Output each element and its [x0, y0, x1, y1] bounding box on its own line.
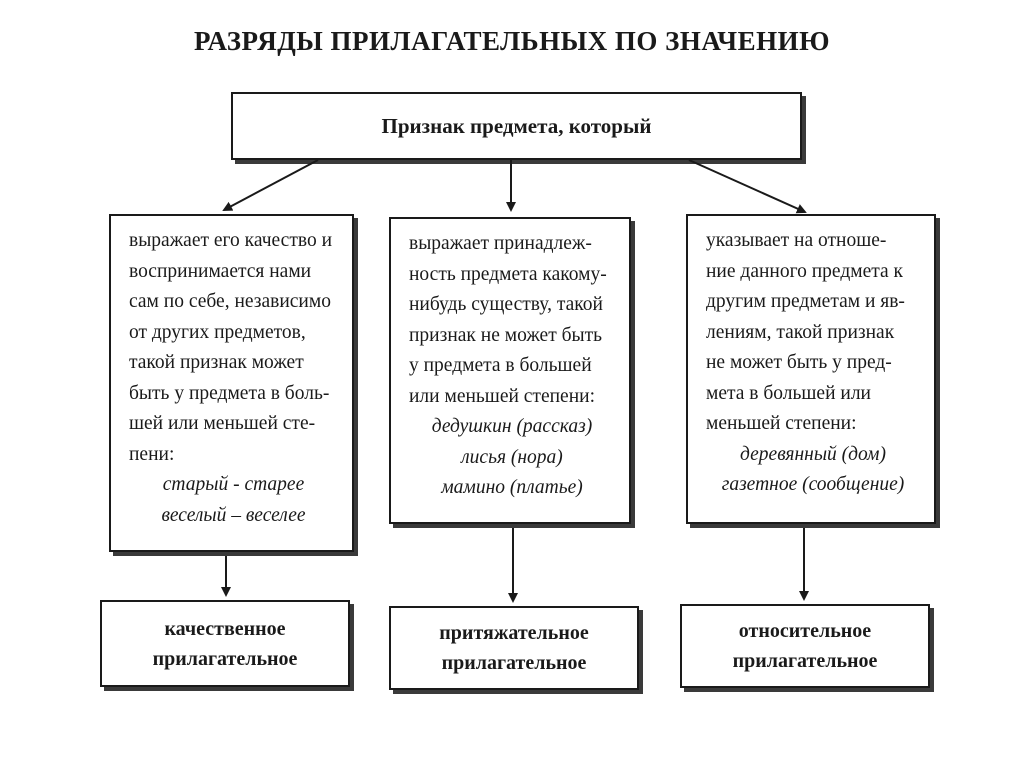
- description-box-relative: указывает на отноше- ние данного предмет…: [686, 214, 936, 524]
- description-line: шей или меньшей сте-: [129, 413, 316, 434]
- arrow-to-qualitative: [222, 159, 319, 211]
- result-label: прилагательное: [441, 652, 587, 674]
- examples: деревянный (дом) газетное (сообщение): [706, 440, 920, 501]
- description-line: пени:: [129, 443, 175, 465]
- description-line: мета в большей или: [706, 382, 871, 404]
- description-box-possessive: выражает принадлеж- ность предмета каком…: [389, 217, 631, 524]
- example-text: старый - старее: [162, 474, 305, 495]
- result-label: притяжательное: [439, 622, 589, 644]
- example-text: лисья (нора): [461, 446, 563, 468]
- description-line: указывает на отноше-: [706, 230, 887, 251]
- description-line: воспринимается нами: [129, 260, 312, 282]
- description-text: указывает на отноше- ние данного предмет…: [706, 226, 920, 440]
- result-box-relative: относительное прилагательное: [680, 604, 930, 688]
- root-label: Признак предмета, который: [381, 113, 652, 138]
- example-text: веселый – веселее: [161, 504, 306, 526]
- example-text: газетное (сообщение): [721, 474, 905, 495]
- result-label: прилагательное: [732, 650, 878, 672]
- description-line: признак не может быть: [409, 324, 603, 346]
- examples: старый - старее веселый – веселее: [129, 470, 338, 531]
- description-box-qualitative: выражает его качество и воспринимается н…: [109, 214, 354, 552]
- description-line: нибудь существу, такой: [409, 294, 603, 315]
- example-text: мамино (платье): [441, 477, 583, 498]
- description-line: не может быть у пред-: [706, 352, 892, 373]
- description-line: или меньшей степени:: [409, 385, 595, 407]
- result-box-qualitative: качественное прилагательное: [100, 600, 350, 687]
- description-line: меньшей степени:: [706, 413, 857, 434]
- root-box: Признак предмета, который: [231, 92, 802, 160]
- description-text: выражает принадлеж- ность предмета каком…: [409, 229, 615, 412]
- result-label: прилагательное: [152, 647, 298, 670]
- description-line: такой признак может: [129, 352, 304, 373]
- description-line: выражает принадлеж-: [409, 233, 592, 254]
- description-line: сам по себе, независимо: [129, 291, 331, 312]
- arrow-to-relative: [688, 159, 807, 214]
- diagram-title: РАЗРЯДЫ ПРИЛАГАТЕЛЬНЫХ ПО ЗНАЧЕНИЮ: [193, 26, 831, 56]
- description-line: лениям, такой признак: [706, 321, 895, 343]
- result-label: качественное: [164, 617, 286, 640]
- description-text: выражает его качество и воспринимается н…: [129, 226, 338, 470]
- result-label: относительное: [738, 620, 872, 642]
- description-line: ность предмета какому-: [409, 263, 607, 285]
- description-line: другим предметам и яв-: [706, 291, 905, 312]
- description-line: от других предметов,: [129, 321, 306, 343]
- example-text: дедушкин (рассказ): [431, 416, 593, 437]
- result-box-possessive: притяжательное прилагательное: [389, 606, 639, 690]
- example-text: деревянный (дом): [740, 443, 886, 465]
- description-line: у предмета в большей: [409, 355, 592, 376]
- examples: дедушкин (рассказ) лисья (нора) мамино (…: [409, 412, 615, 504]
- description-line: ние данного предмета к: [706, 260, 903, 282]
- description-line: выражает его качество и: [129, 230, 332, 251]
- description-line: быть у предмета в боль-: [129, 382, 330, 404]
